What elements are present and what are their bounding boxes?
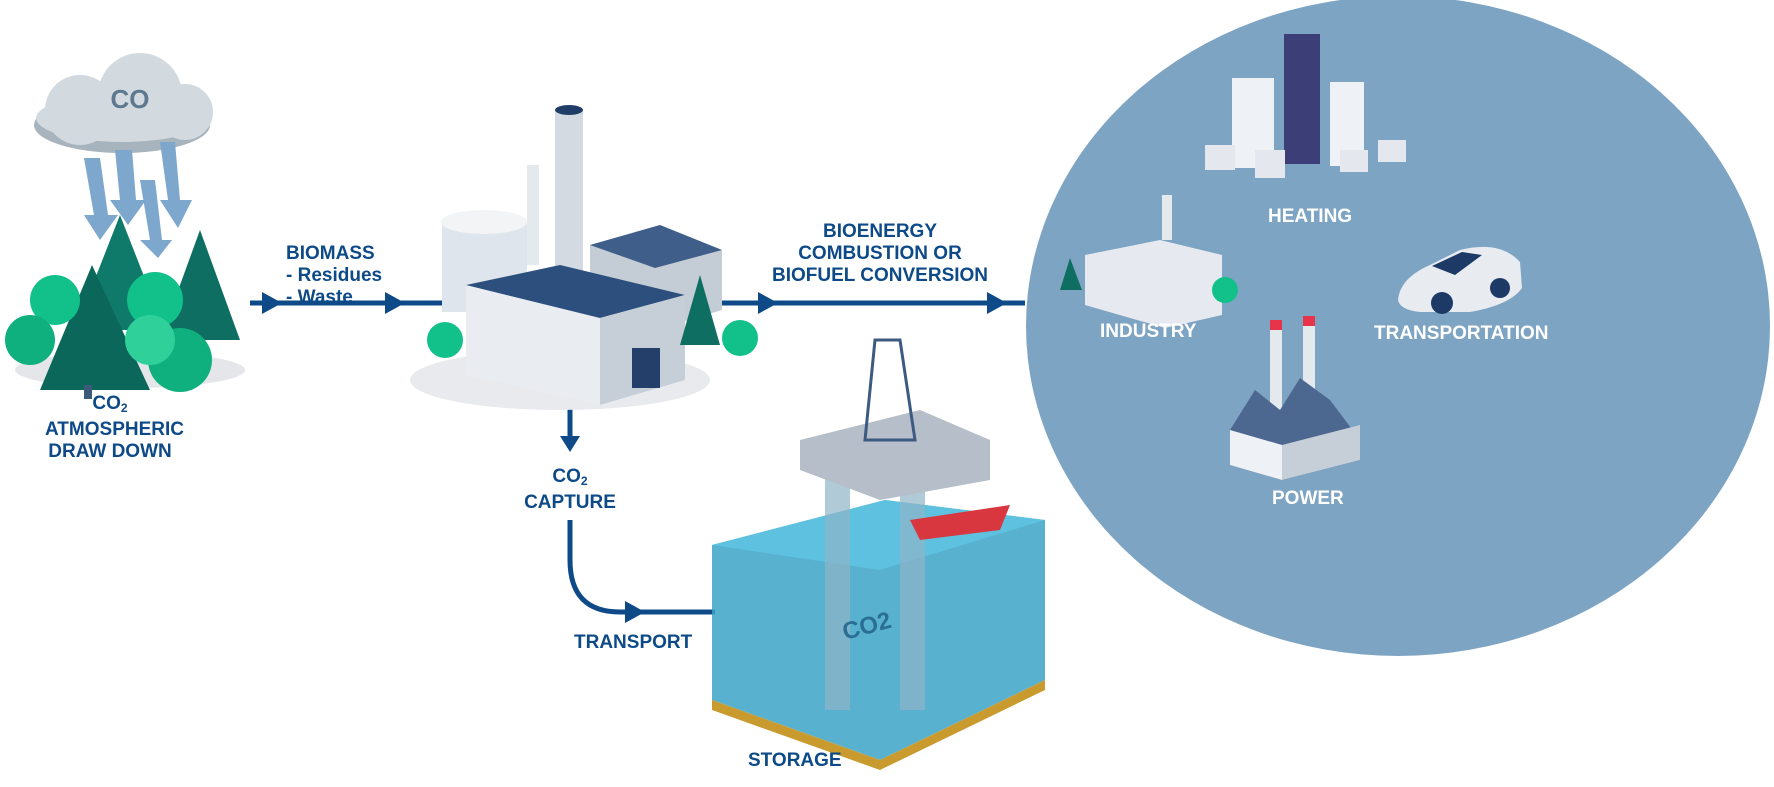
cloud-co2-text: CO (111, 84, 150, 114)
co2-capture-label: CO2 CAPTURE (524, 466, 616, 513)
car-icon (1398, 246, 1522, 314)
co2-cloud-icon: CO (34, 53, 213, 153)
atmospheric-draw-down-label: CO2 ATMOSPHERIC DRAW DOWN (45, 393, 184, 462)
transport-label: TRANSPORT (574, 632, 693, 653)
industry-label: INDUSTRY (1100, 321, 1197, 342)
co2-absorb-arrows-icon (84, 142, 192, 258)
forest-icon (5, 215, 245, 399)
power-label: POWER (1272, 488, 1344, 509)
heating-label: HEATING (1268, 206, 1353, 227)
industry-building-icon (1060, 195, 1238, 328)
biomass-label: BIOMASS - Residues - Waste (286, 243, 383, 308)
transportation-label: TRANSPORTATION (1374, 323, 1549, 344)
offshore-storage-icon: CO2 (712, 338, 1045, 770)
bioenergy-conversion-label: BIOENERGY COMBUSTION OR BIOFUEL CONVERSI… (771, 221, 989, 286)
power-plant-icon (1230, 316, 1360, 480)
bioenergy-plant-icon (410, 105, 758, 410)
storage-label: STORAGE (748, 750, 842, 771)
flow-arrows (250, 292, 1025, 623)
city-buildings-icon (1205, 34, 1406, 178)
